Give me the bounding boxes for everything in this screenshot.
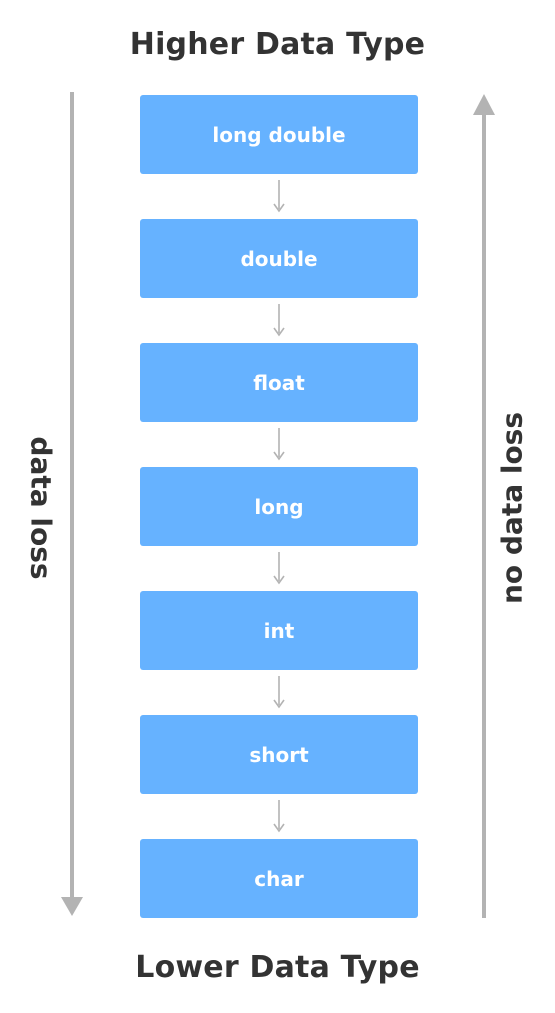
type-box-long: long: [140, 467, 418, 546]
data-loss-arrow: [61, 92, 83, 916]
type-box-int: int: [140, 591, 418, 670]
type-box-double: double: [140, 219, 418, 298]
no-data-loss-arrow: [473, 94, 495, 918]
data-loss-arrow-head: [61, 897, 83, 916]
connector-arrowhead: [273, 823, 285, 833]
connector-arrowhead: [273, 203, 285, 213]
data-loss-label: data loss: [24, 436, 58, 580]
connector-arrowhead: [273, 327, 285, 337]
type-box-float: float: [140, 343, 418, 422]
connector-arrowhead: [273, 699, 285, 709]
type-box-char: char: [140, 839, 418, 918]
connectors: [273, 180, 285, 833]
no-data-loss-arrow-head: [473, 94, 495, 115]
type-box-short: short: [140, 715, 418, 794]
connector-arrowhead: [273, 451, 285, 461]
no-data-loss-label: no data loss: [495, 411, 529, 605]
connector-arrowhead: [273, 575, 285, 585]
lower-data-type-title: Lower Data Type: [135, 950, 420, 985]
higher-data-type-title: Higher Data Type: [129, 27, 426, 62]
type-box-long-double: long double: [140, 95, 418, 174]
